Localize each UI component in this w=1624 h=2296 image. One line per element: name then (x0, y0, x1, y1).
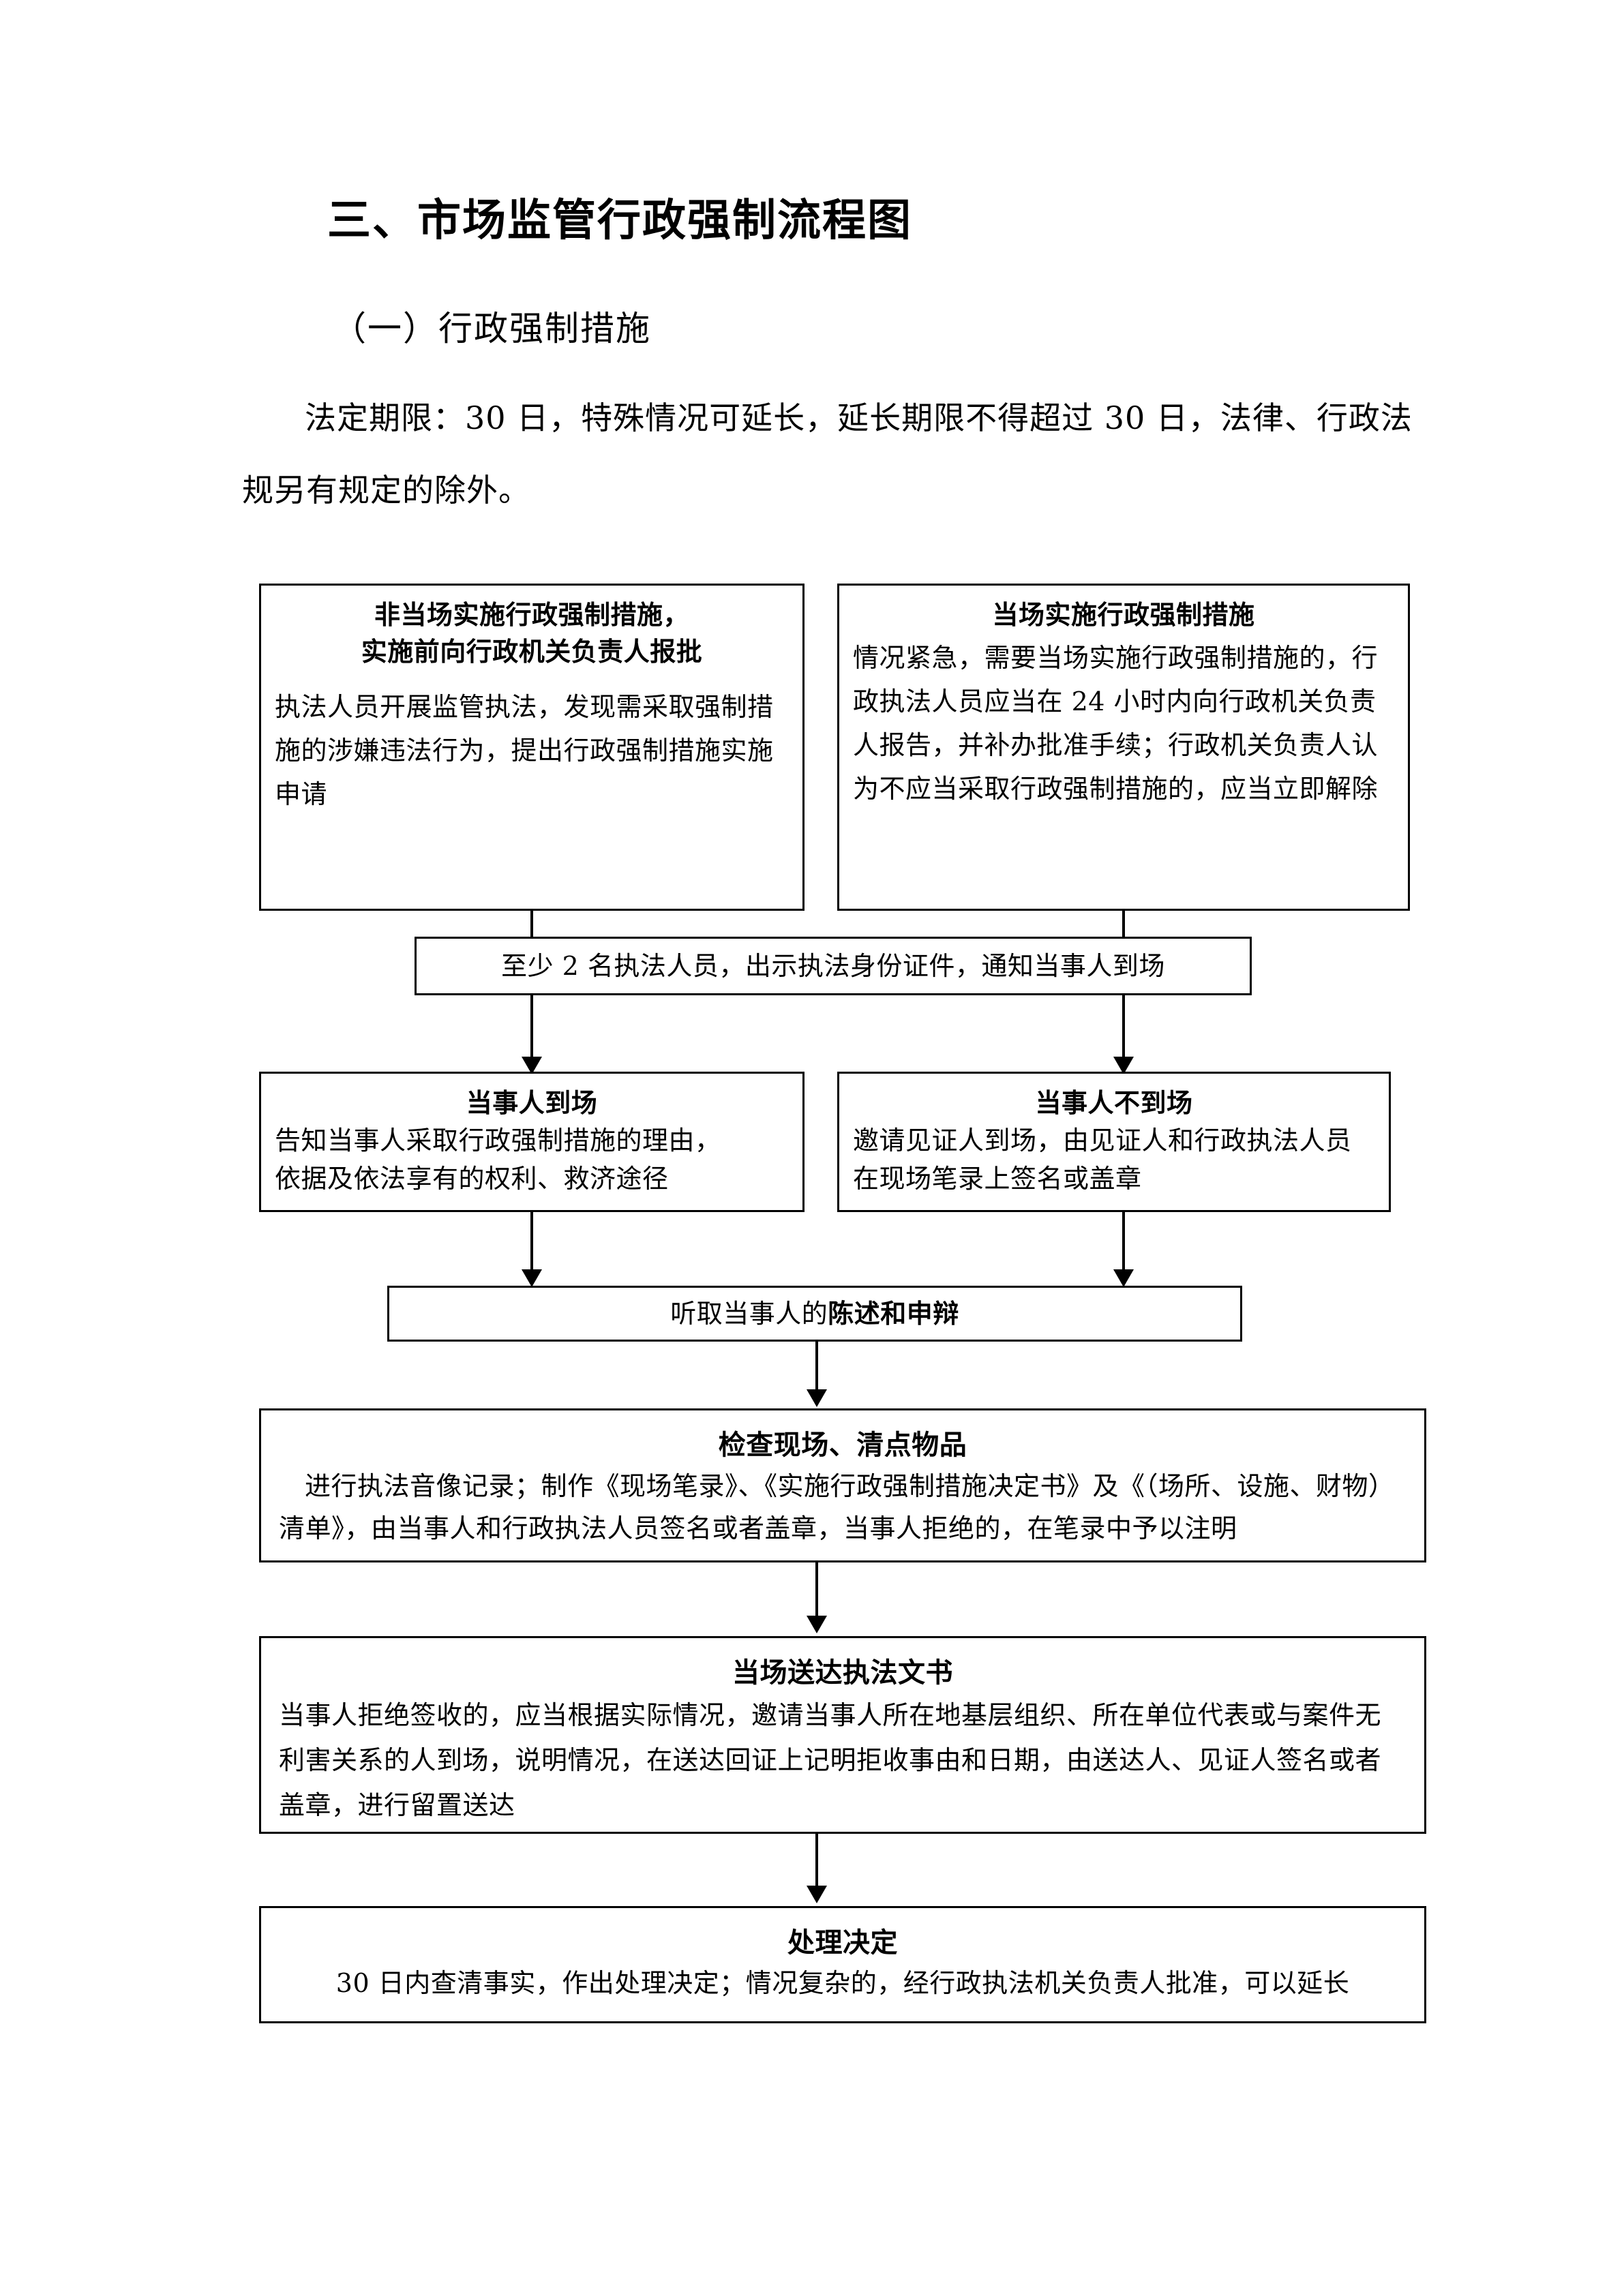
edge-inspect-to-serve (815, 1562, 818, 1620)
node-decision-title: 处理决定 (787, 1927, 898, 1959)
node-party-absent-title: 当事人不到场 (1035, 1087, 1193, 1118)
node-non-onsite-body: 执法人员开展监管执法，发现需采取强制措施的涉嫌违法行为，提出行政强制措施实施申请 (275, 692, 774, 809)
edge-party-present-to-hear (530, 1212, 533, 1273)
section-subtitle: （一）行政强制措施 (332, 309, 651, 348)
intro-line-1: 法定期限：30 日，特殊情况可延长，延长期限不得超过 (305, 399, 1094, 436)
arrowhead-two-officers-to-party-absent (1113, 1057, 1134, 1074)
node-non-onsite-measure: 非当场实施行政强制措施， 实施前向行政机关负责人报批 执法人员开展监管执法，发现… (259, 584, 805, 911)
node-onsite-body: 情况紧急，需要当场实施行政强制措施的，行政执法人员应当在 24 小时内向行政机关… (853, 643, 1379, 804)
node-onsite-title: 当场实施行政强制措施 (992, 599, 1255, 630)
node-inspect-site-title: 检查现场、清点物品 (718, 1429, 967, 1461)
node-onsite-measure: 当场实施行政强制措施 情况紧急，需要当场实施行政强制措施的，行政执法人员应当在 … (837, 584, 1410, 911)
node-party-absent: 当事人不到场 邀请见证人到场，由见证人和行政执法人员 在现场笔录上签名或盖章 (837, 1072, 1391, 1212)
node-party-present-body-line-2: 依据及依法享有的权利、救济途径 (275, 1164, 669, 1194)
arrowhead-two-officers-to-party-present (522, 1057, 542, 1074)
intro-paragraph: 法定期限：30 日，特殊情况可延长，延长期限不得超过 30 日，法律、行政法规另… (242, 382, 1415, 526)
node-non-onsite-title-line-1: 非当场实施行政强制措施， (374, 600, 689, 630)
node-hear-statement-bold: 陈述和申辩 (828, 1298, 959, 1329)
arrowhead-inspect-to-serve (807, 1616, 827, 1633)
page-title: 三、市场监管行政强制流程图 (327, 195, 912, 246)
arrowhead-hear-to-inspect (807, 1389, 827, 1407)
node-party-present-title: 当事人到场 (466, 1087, 598, 1118)
node-serve-documents: 当场送达执法文书 当事人拒绝签收的，应当根据实际情况，邀请当事人所在地基层组织、… (259, 1636, 1426, 1834)
node-party-absent-body-line-2: 在现场笔录上签名或盖章 (853, 1164, 1142, 1194)
node-decision: 处理决定 30 日内查清事实，作出处理决定；情况复杂的，经行政执法机关负责人批准… (259, 1906, 1426, 2023)
arrowhead-party-present-to-hear (522, 1269, 542, 1287)
node-two-officers: 至少 2 名执法人员，出示执法身份证件，通知当事人到场 (415, 937, 1252, 995)
node-non-onsite-title-line-2: 实施前向行政机关负责人报批 (361, 637, 703, 667)
node-hear-statement: 听取当事人的陈述和申辩 (387, 1286, 1242, 1342)
node-serve-documents-body: 当事人拒绝签收的，应当根据实际情况，邀请当事人所在地基层组织、所在单位代表或与案… (279, 1700, 1382, 1820)
intro-line-2: 30 日，法律、行政法规另有规定的除外。 (242, 399, 1413, 509)
node-party-present-body-line-1: 告知当事人采取行政强制措施的理由， (275, 1126, 721, 1155)
node-party-present: 当事人到场 告知当事人采取行政强制措施的理由， 依据及依法享有的权利、救济途径 (259, 1072, 805, 1212)
edge-two-officers-to-party-present (530, 995, 533, 1061)
node-inspect-site: 检查现场、清点物品 进行执法音像记录；制作《现场笔录》、《实施行政强制措施决定书… (259, 1408, 1426, 1562)
node-party-absent-body-line-1: 邀请见证人到场，由见证人和行政执法人员 (853, 1126, 1352, 1155)
arrowhead-serve-to-decision (807, 1886, 827, 1903)
arrowhead-party-absent-to-hear (1113, 1269, 1134, 1287)
edge-party-absent-to-hear (1122, 1212, 1125, 1273)
edge-two-officers-to-party-absent (1122, 995, 1125, 1061)
node-two-officers-body: 至少 2 名执法人员，出示执法身份证件，通知当事人到场 (501, 951, 1165, 981)
node-hear-statement-normal: 听取当事人的 (670, 1299, 828, 1329)
node-inspect-site-body: 进行执法音像记录；制作《现场笔录》、《实施行政强制措施决定书》及《（场所、设施、… (279, 1471, 1395, 1543)
edge-hear-to-inspect (815, 1342, 818, 1393)
node-decision-body: 30 日内查清事实，作出处理决定；情况复杂的，经行政执法机关负责人批准，可以延长 (335, 1968, 1350, 1998)
node-serve-documents-title: 当场送达执法文书 (732, 1657, 953, 1689)
node-hear-statement-body: 听取当事人的陈述和申辩 (670, 1294, 959, 1333)
edge-serve-to-decision (815, 1834, 818, 1890)
